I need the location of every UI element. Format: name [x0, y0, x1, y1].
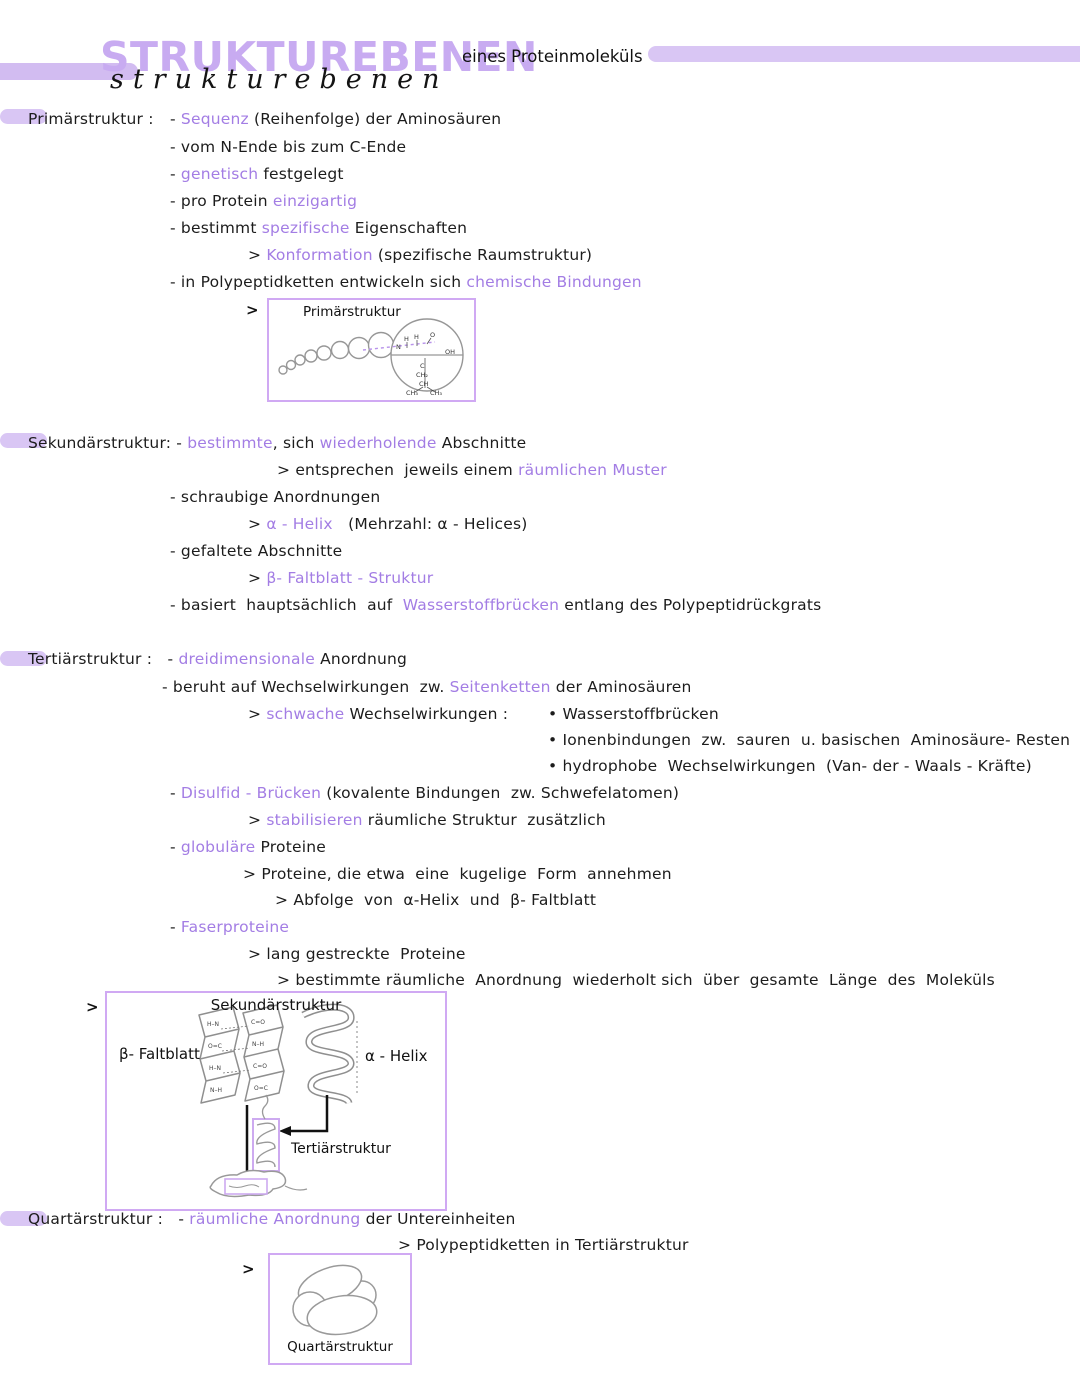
primary-structure-diagram-box: H H O N OH C CH₂ CH CH₃ CH₃ Primärstrukt… — [267, 298, 476, 402]
secondary-line-2: > entsprechen jeweils einem räumlichen M… — [277, 461, 667, 479]
section-marker-tertiary — [0, 651, 47, 666]
page-title-script: strukturebenen — [110, 64, 449, 95]
primary-line-1: - Sequenz (Reihenfolge) der Aminosäuren — [170, 110, 502, 128]
tertiary-structure-label: Tertiärstruktur — [291, 1141, 391, 1157]
secondary-box-arrow: > — [86, 998, 99, 1016]
primary-line-3: - genetisch festgelegt — [170, 165, 344, 183]
beta-atom-label: C=O — [253, 1063, 267, 1070]
tertiary-bullet-2: • Ionenbindungen zw. sauren u. basischen… — [548, 731, 1071, 749]
atom-label: CH₃ — [430, 389, 442, 396]
alpha-helix-label: α - Helix — [365, 1047, 428, 1065]
quaternary-line-1: Quartärstruktur : - räumliche Anordnung … — [28, 1210, 516, 1228]
primary-structure-sketch: H H O N OH C CH₂ CH CH₃ CH₃ — [278, 318, 464, 397]
quaternary-structure-diagram-box: Quartärstruktur — [268, 1253, 412, 1365]
tertiary-line-3: > schwache Wechselwirkungen : — [248, 705, 509, 723]
quaternary-structure-sketch — [292, 1264, 378, 1336]
primary-line-4: - pro Protein einzigartig — [170, 192, 358, 210]
atom-label: C — [420, 362, 425, 370]
header-accent-bar-right — [648, 46, 1080, 62]
beta-atom-label: N–H — [210, 1087, 222, 1094]
quaternary-line-2: > Polypeptidketten in Tertiärstruktur — [398, 1236, 689, 1254]
header-accent-bar-left — [0, 63, 138, 80]
beta-atom-label: H–N — [209, 1065, 221, 1072]
beta-sheet-label: β- Faltblatt — [119, 1045, 200, 1063]
secondary-structure-sketch: H–N C=O O=C N–H H–N C=O N–H O=C — [198, 1003, 358, 1198]
tertiary-line-7: > Proteine, die etwa eine kugelige Form … — [243, 865, 672, 883]
beta-atom-label: C=O — [251, 1019, 265, 1026]
tertiary-line-4: - Disulfid - Brücken (kovalente Bindunge… — [170, 784, 680, 802]
secondary-structure-diagram-box: H–N C=O O=C N–H H–N C=O N–H O=C Sekundär… — [105, 991, 447, 1211]
tertiary-line-8: > Abfolge von α-Helix und β- Faltblatt — [275, 891, 597, 909]
atom-label: H — [404, 335, 409, 343]
secondary-line-3: - schraubige Anordnungen — [170, 488, 381, 506]
tertiary-line-2: - beruht auf Wechselwirkungen zw. Seiten… — [162, 678, 692, 696]
primary-line-6: > Konformation (spezifische Raumstruktur… — [248, 246, 593, 264]
primary-box-label: Primärstruktur — [303, 304, 401, 320]
secondary-line-5: - gefaltete Abschnitte — [170, 542, 343, 560]
tertiary-line-10: > lang gestreckte Proteine — [248, 945, 466, 963]
tertiary-line-9: - Faserproteine — [170, 918, 290, 936]
section-marker-quaternary — [0, 1211, 47, 1226]
quaternary-box-label: Quartärstruktur — [287, 1339, 393, 1355]
tertiary-bullet-1: • Wasserstoffbrücken — [548, 705, 719, 723]
beta-atom-label: N–H — [252, 1041, 264, 1048]
primary-line-7: - in Polypeptidketten entwickeln sich ch… — [170, 273, 642, 291]
atom-label: N — [396, 343, 401, 351]
atom-label: O — [430, 331, 435, 339]
secondary-box-title: Sekundärstruktur — [210, 996, 342, 1014]
tertiary-line-11: > bestimmte räumliche Anordnung wiederho… — [277, 971, 995, 989]
tertiary-bullet-3: • hydrophobe Wechselwirkungen (Van- der … — [548, 757, 1032, 775]
tertiary-line-1: Tertiärstruktur : - dreidimensionale Ano… — [28, 650, 408, 668]
tertiary-line-5: > stabilisieren räumliche Struktur zusät… — [248, 811, 606, 829]
secondary-line-6: > β- Faltblatt - Struktur — [248, 569, 434, 587]
secondary-line-7: - basiert hauptsächlich auf Wasserstoffb… — [170, 596, 822, 614]
beta-atom-label: O=C — [254, 1085, 268, 1092]
primary-line-2: - vom N-Ende bis zum C-Ende — [170, 138, 407, 156]
primary-heading: Primärstruktur : — [28, 110, 154, 128]
beta-atom-label: H–N — [207, 1021, 219, 1028]
atom-label: OH — [445, 348, 455, 356]
section-marker-primary — [0, 109, 47, 124]
atom-label: CH₃ — [406, 389, 418, 396]
primary-line-5: - bestimmt spezifische Eigenschaften — [170, 219, 468, 237]
beta-atom-label: O=C — [208, 1043, 222, 1050]
quaternary-box-arrow: > — [242, 1260, 255, 1278]
tertiary-line-6: - globuläre Proteine — [170, 838, 326, 856]
atom-label: CH — [419, 380, 429, 388]
atom-label: H — [414, 333, 419, 341]
atom-label: CH₂ — [416, 371, 428, 379]
secondary-line-1: Sekundärstruktur: - bestimmte, sich wied… — [28, 434, 527, 452]
page-title-caps: STRUKTUREBENEN — [100, 33, 538, 81]
section-marker-secondary — [0, 433, 47, 448]
page-subtitle: eines Proteinmoleküls — [462, 47, 643, 66]
secondary-line-4: > α - Helix (Mehrzahl: α - Helices) — [248, 515, 528, 533]
primary-box-arrow: > — [246, 301, 259, 319]
